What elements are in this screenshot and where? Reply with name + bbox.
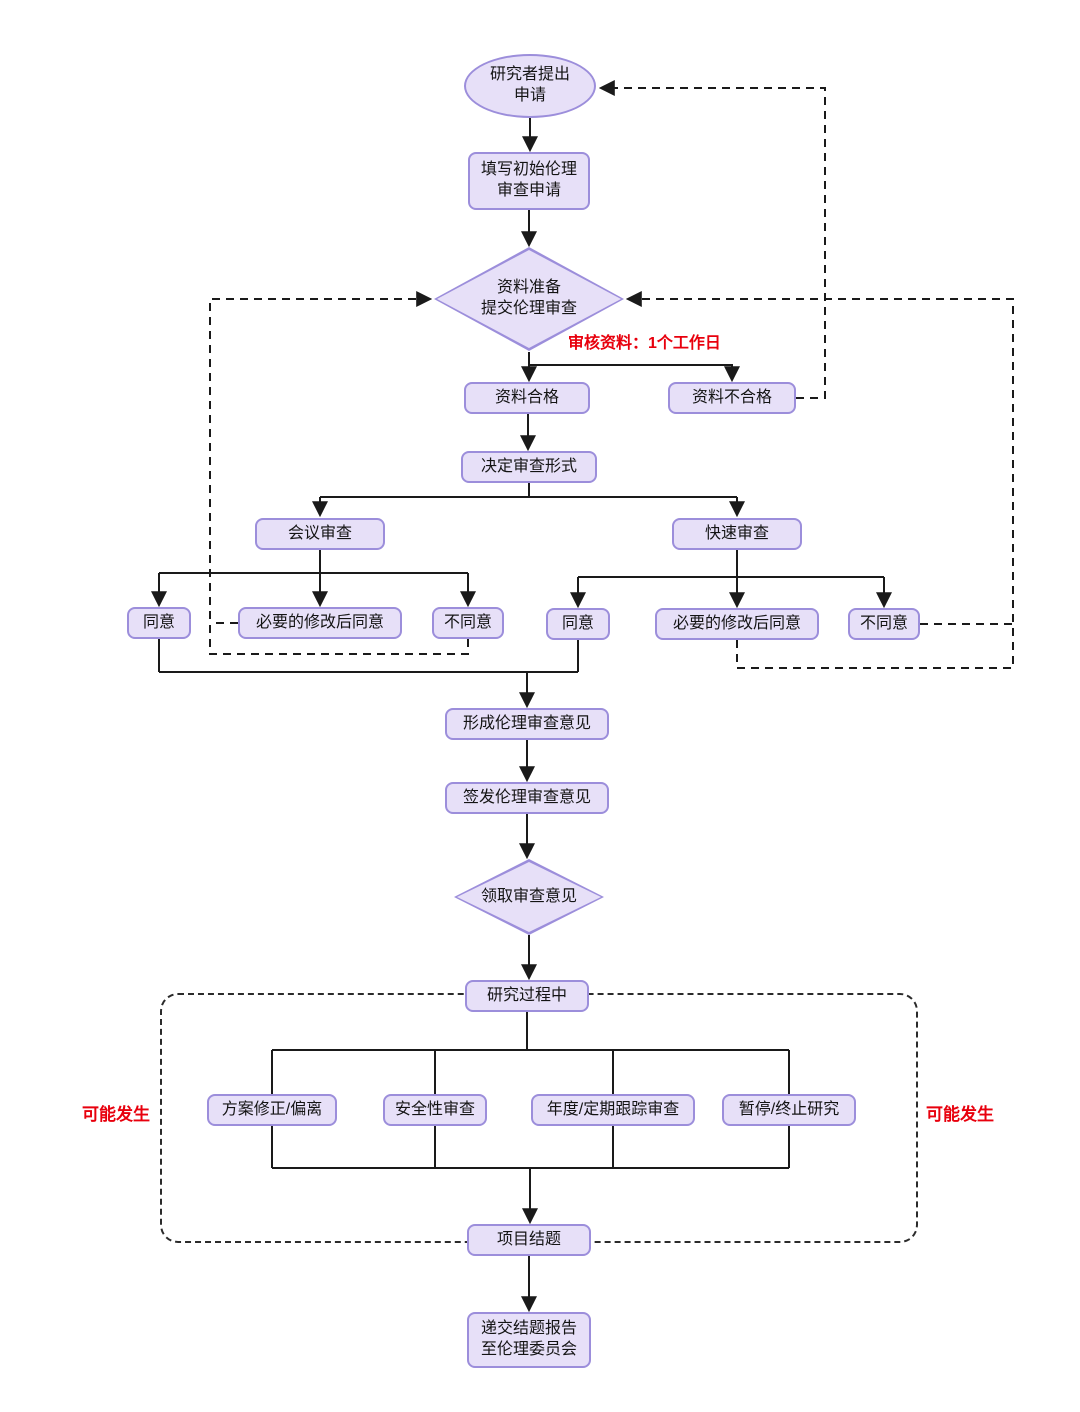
review-time-annotation: 审核资料：1个工作日: [568, 335, 721, 352]
node-prepare-materials: 资料准备 提交伦理审查: [434, 247, 624, 351]
may-occur-left-annotation: 可能发生: [82, 1105, 150, 1124]
node-disagree-rapid: 不同意: [848, 608, 920, 640]
node-in-research: 研究过程中: [465, 980, 589, 1012]
edge-notok-return-to-start: [598, 80, 826, 399]
node-rapid-review: 快速审查: [672, 518, 802, 550]
node-form-opinion: 形成伦理审查意见: [445, 708, 609, 740]
node-tracking-review: 年度/定期跟踪审查: [531, 1094, 695, 1126]
node-agree-meeting: 同意: [127, 607, 191, 639]
node-prepare-materials-label: 资料准备 提交伦理审查: [480, 279, 577, 317]
edge-modify-rapid-return: [625, 291, 1014, 669]
node-receive-opinion-label: 领取审查意见: [480, 887, 577, 905]
node-decide-form: 决定审查形式: [461, 451, 597, 483]
node-materials-ok: 资料合格: [464, 382, 590, 414]
node-fill-application: 填写初始伦理 审查申请: [468, 152, 590, 210]
node-agree-rapid: 同意: [546, 608, 610, 640]
edges: [151, 80, 1014, 1313]
node-pause-terminate: 暂停/终止研究: [722, 1094, 856, 1126]
node-disagree-meeting: 不同意: [432, 607, 504, 639]
node-safety-review: 安全性审查: [383, 1094, 487, 1126]
node-issue-opinion: 签发伦理审查意见: [445, 782, 609, 814]
node-amendment: 方案修正/偏离: [207, 1094, 337, 1126]
node-modify-agree-meeting: 必要的修改后同意: [238, 607, 402, 639]
node-start: 研究者提出 申请: [464, 54, 596, 118]
node-receive-opinion: 领取审查意见: [454, 859, 604, 935]
node-materials-not-ok: 资料不合格: [668, 382, 796, 414]
node-submit-report: 递交结题报告 至伦理委员会: [467, 1312, 591, 1368]
may-occur-right-annotation: 可能发生: [926, 1105, 994, 1124]
node-project-end: 项目结题: [467, 1224, 591, 1256]
edge-prepare-to-notok: [529, 364, 740, 383]
edge-disagree-meeting-return: [209, 291, 469, 655]
node-meeting-review: 会议审查: [255, 518, 385, 550]
node-modify-agree-rapid: 必要的修改后同意: [655, 608, 819, 640]
